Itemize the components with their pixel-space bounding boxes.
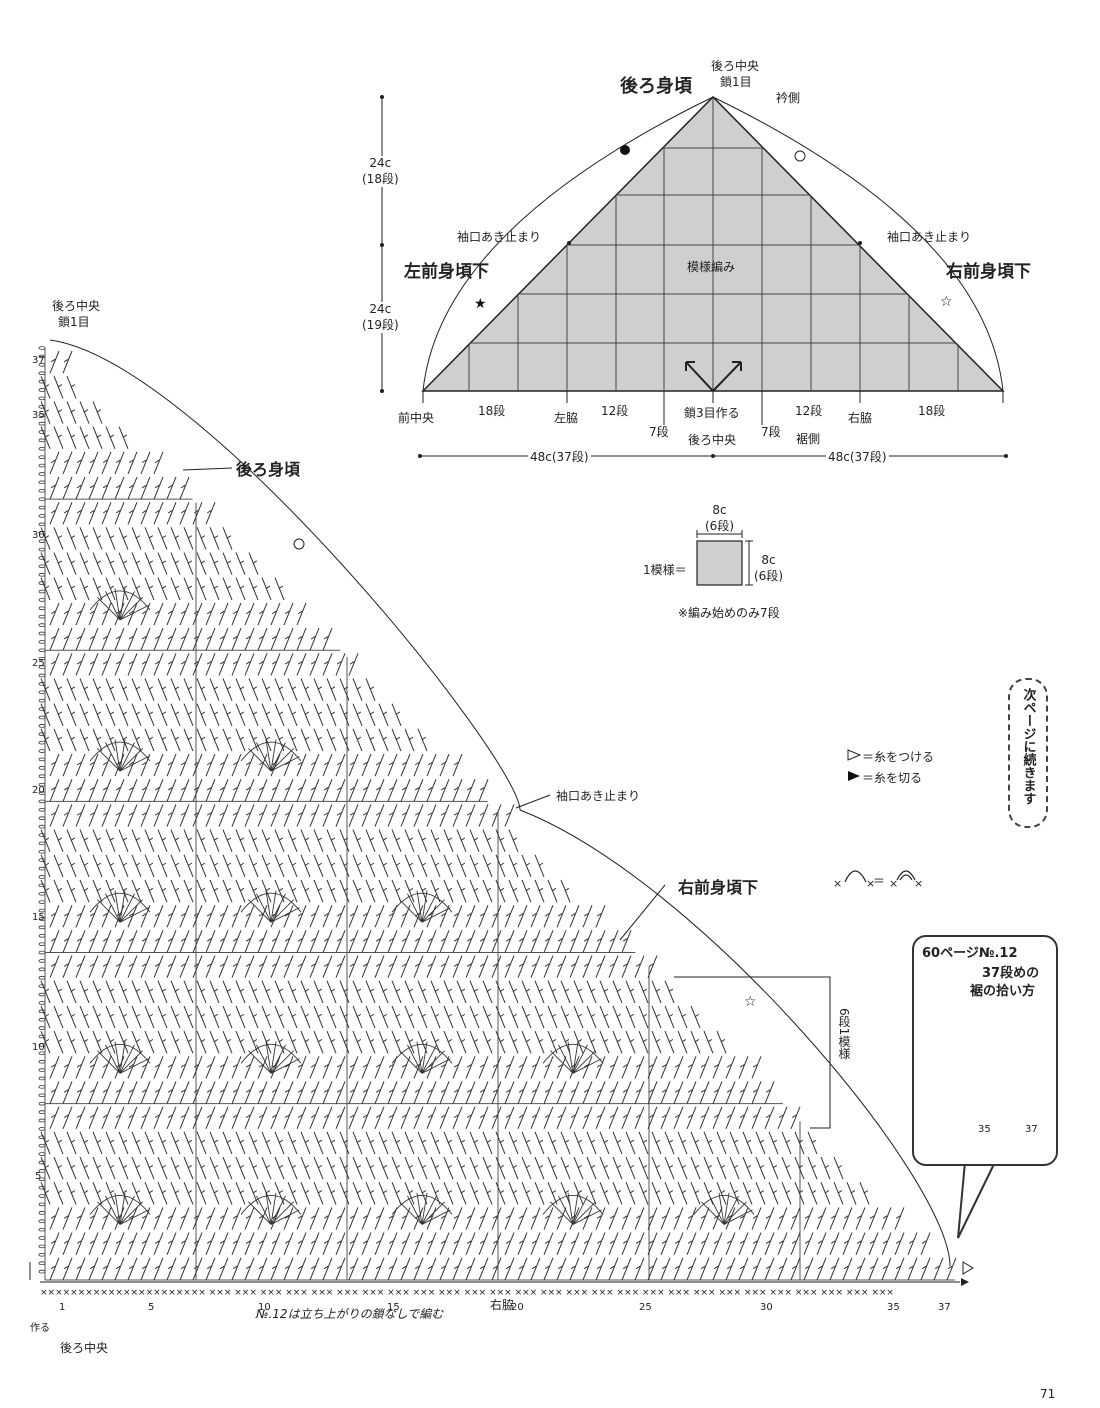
- left-front-title: 左前身頃下: [404, 262, 489, 282]
- cut-yarn-icon: [848, 771, 860, 781]
- collar-side-label: 衿側: [776, 91, 801, 105]
- hem-side-label: 裾側: [796, 432, 821, 446]
- continue-note: 次ページに続きます: [1008, 678, 1048, 828]
- chain-start-label: 鎖3目作る: [684, 406, 740, 420]
- stitch-number: 15: [387, 1302, 400, 1313]
- rows-7-right: 7段: [761, 425, 781, 439]
- open-dot-icon: [794, 150, 806, 162]
- gauge-right: 8c (6段): [754, 553, 783, 583]
- gauge-top: 8c (6段): [705, 503, 734, 533]
- back-center-bottom: 後ろ中央: [688, 433, 737, 447]
- callout-title: 60ページ№.12: [922, 946, 1018, 961]
- stitch-chart: ☆ ×××××××××××××××××××××× ××× ××× ××× ×××…: [29, 339, 974, 1298]
- chart-top-center: 後ろ中央: [52, 299, 101, 313]
- gauge-label: 1模様＝: [643, 563, 687, 577]
- row-number: 15: [32, 912, 45, 923]
- sleeve-opening-left: 袖口あき止まり: [457, 230, 542, 244]
- right-side-label: 右脇: [848, 411, 873, 425]
- open-star-icon: ☆: [940, 294, 953, 310]
- continue-note-text: 次ページに続きます: [1020, 688, 1036, 805]
- rows-7-left: 7段: [649, 425, 669, 439]
- front-center-label: 前中央: [398, 411, 435, 425]
- callout-pointer: [957, 1161, 996, 1239]
- base-stitch-row: ×××××××××××××××××××××× ××× ××× ××× ××× ×…: [40, 1288, 894, 1298]
- chart-right-side: 右脇: [490, 1298, 515, 1312]
- open-dot-icon: [293, 538, 305, 550]
- legend-cut: ＝糸を切る: [862, 771, 923, 785]
- stitch-number: 1: [59, 1302, 66, 1313]
- stitch-number: 5: [148, 1302, 155, 1313]
- schematic-top-chain: 鎖1目: [720, 75, 752, 89]
- gauge-swatch: [696, 540, 743, 586]
- sleeve-opening-right: 袖口あき止まり: [887, 230, 972, 244]
- stitch-number: 10: [258, 1302, 271, 1313]
- callout-n37: 37: [1025, 1124, 1038, 1135]
- chart-back-body: 後ろ身頃: [236, 460, 301, 479]
- width-right: 48c(37段): [826, 448, 889, 465]
- row-number: 25: [32, 658, 45, 669]
- svg-text:×: ×: [866, 877, 875, 890]
- legend-attach: ＝糸をつける: [862, 750, 935, 764]
- callout-line2: 37段めの: [982, 966, 1040, 981]
- svg-text:×: ×: [889, 877, 898, 890]
- stitch-number: 20: [511, 1302, 524, 1313]
- stitch-number: 30: [760, 1302, 773, 1313]
- row-number: 35: [32, 410, 45, 421]
- back-body-title: 後ろ身頃: [620, 76, 692, 97]
- rows-12-left: 12段: [601, 404, 629, 418]
- chart-start-label: 作る: [30, 1323, 50, 1334]
- schematic-top-center: 後ろ中央: [711, 59, 760, 73]
- row-number: 20: [32, 785, 45, 796]
- callout-box: [912, 935, 1058, 1166]
- row-number: 10: [32, 1042, 45, 1053]
- chart-right-front: 右前身頃下: [678, 878, 759, 897]
- rows-12-right: 12段: [795, 404, 823, 418]
- chart-top-chain: 鎖1目: [58, 315, 90, 329]
- row-number: 30: [32, 530, 45, 541]
- filled-star-icon: ★: [474, 296, 487, 312]
- height-upper: 24c (18段): [362, 156, 399, 187]
- fan-motifs: [89, 588, 755, 1225]
- row-number: 5: [35, 1171, 42, 1182]
- width-left: 48c(37段): [528, 448, 591, 465]
- svg-text:×: ×: [914, 877, 923, 890]
- stitch-number: 25: [639, 1302, 652, 1313]
- callout-line3: 裾の拾い方: [970, 984, 1036, 999]
- left-side-label: 左脇: [554, 411, 579, 425]
- filled-dot-icon: [620, 145, 630, 155]
- attach-yarn-icon: [847, 749, 862, 761]
- stitch-symbol-icon: × × × ×: [833, 870, 923, 890]
- stitch-marks: [40, 350, 957, 1281]
- height-lower: 24c (19段): [362, 302, 399, 333]
- rows-18-left: 18段: [478, 404, 506, 418]
- up-arrows-icon: [685, 361, 742, 392]
- chart-back-center: 後ろ中央: [60, 1341, 109, 1355]
- pattern-label: 模様編み: [687, 260, 736, 274]
- chart-sleeve-label: 袖口あき止まり: [556, 789, 641, 803]
- attach-yarn-icon: [962, 1261, 974, 1275]
- legend-equals: ＝: [873, 874, 886, 888]
- svg-text:×: ×: [833, 877, 842, 890]
- stitch-number: 35: [887, 1302, 900, 1313]
- repeat-grid: [44, 348, 955, 1281]
- stitch-number: 37: [938, 1302, 951, 1313]
- page-number: 71: [1040, 1387, 1056, 1401]
- open-star-icon: ☆: [744, 994, 757, 1010]
- chart-repeat-label: 6段1模様: [837, 1008, 851, 1060]
- row-number: 37: [32, 355, 45, 366]
- rows-18-right: 18段: [918, 404, 946, 418]
- callout-n35: 35: [978, 1124, 991, 1135]
- gauge-note: ※編み始めのみ7段: [678, 606, 780, 620]
- chart-note: №.12は立ち上がりの鎖なしで編む: [256, 1307, 444, 1321]
- right-front-title: 右前身頃下: [946, 262, 1031, 282]
